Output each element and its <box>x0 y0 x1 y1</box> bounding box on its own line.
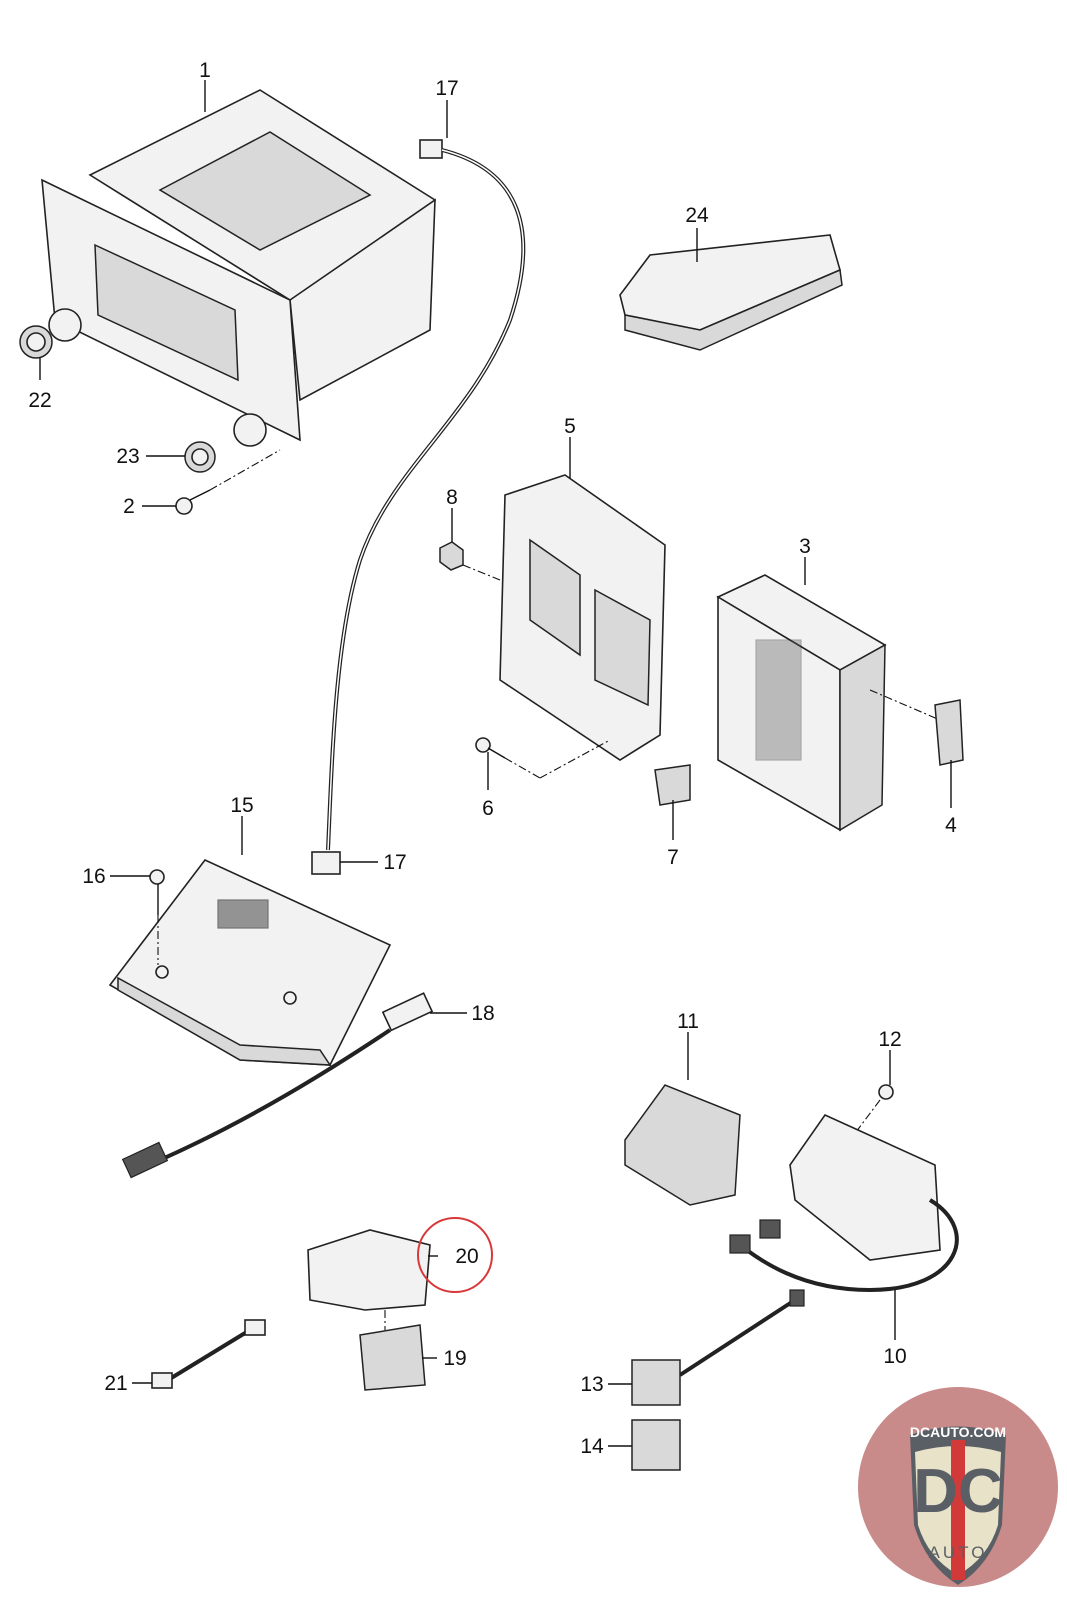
part-19-module <box>359 1324 426 1391</box>
part-14-cap <box>631 1419 681 1471</box>
part-1-radio-unit <box>41 89 436 447</box>
part-24-module <box>619 234 843 351</box>
part-21-cable <box>151 1319 266 1389</box>
part-17-cable <box>311 139 526 875</box>
callout-4: 4 <box>945 814 957 837</box>
part-6-screw <box>475 737 506 759</box>
part-5-bracket <box>499 474 666 761</box>
dcauto-logo: DCAUTO.COM DC AUTO <box>858 1387 1058 1587</box>
callout-8: 8 <box>446 486 458 509</box>
part-18-cable <box>121 992 434 1179</box>
callout-24: 24 <box>685 204 709 227</box>
callout-12: 12 <box>878 1028 901 1051</box>
part-20-bracket <box>307 1229 431 1311</box>
highlight-circle <box>417 1217 493 1293</box>
logo-text-main: DC <box>913 1457 1003 1526</box>
part-8-nut <box>439 541 464 571</box>
callout-16: 16 <box>82 865 105 888</box>
callout-1: 1 <box>199 59 211 82</box>
callout-23: 23 <box>116 445 139 468</box>
callout-7: 7 <box>667 846 679 869</box>
part-15-tray <box>108 859 392 1066</box>
logo-text-top: DCAUTO.COM <box>910 1424 1006 1440</box>
callout-5: 5 <box>564 415 576 438</box>
callout-20: 20 <box>455 1245 478 1268</box>
logo-text-bottom: AUTO <box>929 1543 988 1562</box>
part-12-screw <box>878 1084 894 1100</box>
callout-11: 11 <box>677 1010 699 1033</box>
callout-22: 22 <box>28 389 51 412</box>
part-7-clip <box>654 764 691 806</box>
callout-17-top: 17 <box>435 77 458 100</box>
part-3-module <box>716 574 887 832</box>
callout-21: 21 <box>104 1372 127 1395</box>
part-10-actuator <box>729 1113 959 1293</box>
callout-19: 19 <box>443 1347 466 1370</box>
part-23-knob <box>184 441 216 473</box>
part-13-connector <box>631 1289 805 1406</box>
callout-18: 18 <box>471 1002 494 1025</box>
part-16-screw <box>149 869 165 915</box>
callout-labels: 1 2 3 4 5 6 7 8 10 11 12 13 14 15 16 17 … <box>28 59 957 1458</box>
callout-13: 13 <box>580 1373 603 1396</box>
part-11-cover <box>624 1084 741 1206</box>
callout-10: 10 <box>883 1345 906 1368</box>
callout-17-bottom: 17 <box>383 851 406 874</box>
callout-14: 14 <box>580 1435 604 1458</box>
callout-6: 6 <box>482 797 494 820</box>
callout-15: 15 <box>230 794 253 817</box>
part-22-knob <box>19 325 53 359</box>
callout-3: 3 <box>799 535 811 558</box>
part-4-connector <box>934 699 964 766</box>
leader-lines <box>39 80 952 1447</box>
callout-2: 2 <box>123 495 135 518</box>
part-2-screw <box>175 489 211 515</box>
